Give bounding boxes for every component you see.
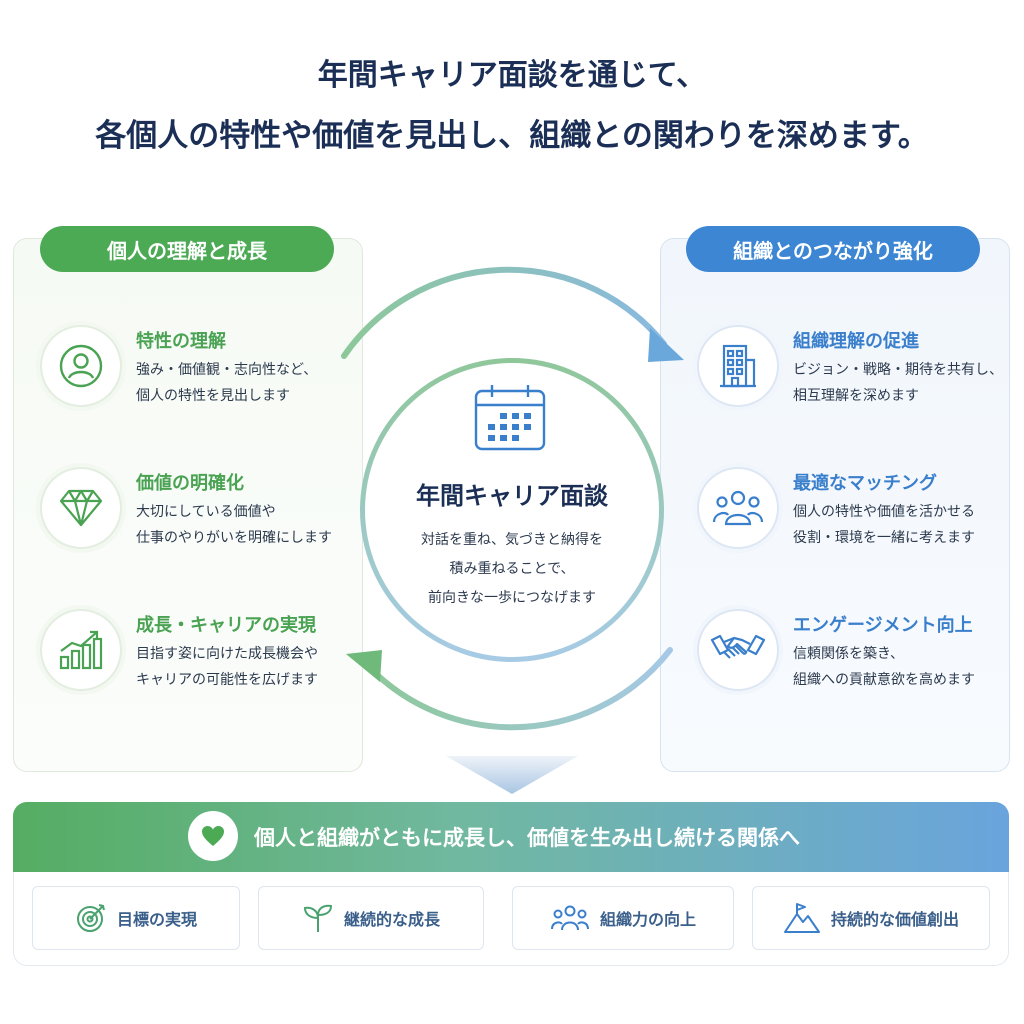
left-item-1-desc-line-2: 個人の特性を見出します <box>136 388 290 404</box>
banner-text: 個人と組織がともに成長し、価値を生み出し続ける関係へ <box>254 826 800 850</box>
diamond-icon <box>40 467 122 549</box>
center-desc-line-3: 前向きな一歩につなげます <box>428 590 596 606</box>
outcome-goal-label: 目標の実現 <box>116 910 197 929</box>
summary-banner <box>13 802 1009 872</box>
sprout-icon <box>303 904 332 932</box>
target-icon <box>76 904 105 932</box>
center-desc-line-2: 積み重ねることで、 <box>449 561 575 577</box>
right-panel-title: 組織とのつながり強化 <box>686 226 980 272</box>
right-item-2-desc-line-2: 役割・環境を一緒に考えます <box>793 530 975 546</box>
outcome-growth: 継続的な成長 <box>258 886 484 950</box>
handshake-icon <box>697 609 779 691</box>
outcome-team: 組織力の向上 <box>512 886 734 950</box>
outcome-value-label: 持続的な価値創出 <box>830 910 959 929</box>
bottom-cycle-arrow <box>367 647 673 731</box>
right-item-1-desc: ビジョン・戦略・期待を共有し、 相互理解を深めます <box>793 357 1003 409</box>
top-arrowhead <box>648 328 684 362</box>
right-item-1-desc-line-1: ビジョン・戦略・期待を共有し、 <box>793 362 1003 378</box>
headline: 年間キャリア面談を通じて、 各個人の特性や価値を見出し、組織との関わりを深めます… <box>0 52 1024 162</box>
bottom-arrowhead <box>346 650 382 682</box>
down-arrow-icon <box>446 756 578 794</box>
left-item-1-desc-line-1: 強み・価値観・志向性など、 <box>136 362 318 378</box>
outcome-goal: 目標の実現 <box>32 886 240 950</box>
right-item-3-desc-line-2: 組織への貢献意欲を高めます <box>793 672 975 688</box>
left-item-3-desc: 目指す姿に向けた成長機会や キャリアの可能性を広げます <box>136 641 318 693</box>
right-item-1-desc-line-2: 相互理解を深めます <box>793 388 919 404</box>
heart-icon <box>188 811 238 861</box>
center-circle <box>360 358 664 662</box>
team-icon <box>550 905 589 931</box>
right-item-2-desc-line-1: 個人の特性や価値を活かせる <box>793 504 975 520</box>
right-item-2-title: 最適なマッチング <box>793 473 937 494</box>
left-item-2-title: 価値の明確化 <box>136 473 244 494</box>
left-item-3-title: 成長・キャリアの実現 <box>136 615 316 636</box>
right-item-3-desc-line-1: 信頼関係を築き、 <box>793 646 905 662</box>
outcome-team-label: 組織力の向上 <box>599 910 696 929</box>
left-item-3-desc-line-1: 目指す姿に向けた成長機会や <box>136 646 318 662</box>
growth-chart-icon <box>40 609 122 691</box>
building-icon <box>697 325 779 407</box>
mountain-flag-icon <box>783 903 820 933</box>
right-item-1-title: 組織理解の促進 <box>793 331 919 352</box>
left-item-2-desc: 大切にしている価値や 仕事のやりがいを明確にします <box>136 499 332 551</box>
person-icon <box>40 325 122 407</box>
right-item-3-desc: 信頼関係を築き、 組織への貢献意欲を高めます <box>793 641 975 693</box>
left-item-1-title: 特性の理解 <box>136 331 226 352</box>
top-cycle-arrow <box>341 266 667 359</box>
outcome-growth-label: 継続的な成長 <box>343 910 440 929</box>
right-item-3-title: エンゲージメント向上 <box>793 615 973 636</box>
left-item-2-desc-line-1: 大切にしている価値や <box>136 504 276 520</box>
center-desc: 対話を重ね、気づきと納得を 積み重ねることで、 前向きな一歩につなげます <box>360 526 664 613</box>
calendar-icon <box>474 385 546 451</box>
headline-line-1: 年間キャリア面談を通じて、 <box>317 58 707 93</box>
left-item-2-desc-line-2: 仕事のやりがいを明確にします <box>136 530 332 546</box>
left-item-1-desc: 強み・価値観・志向性など、 個人の特性を見出します <box>136 357 317 409</box>
group-icon <box>697 467 779 549</box>
outcome-value: 持続的な価値創出 <box>752 886 990 950</box>
left-panel-title: 個人の理解と成長 <box>40 226 334 272</box>
headline-line-2: 各個人の特性や価値を見出し、組織との関わりを深めます。 <box>95 118 929 154</box>
right-item-2-desc: 個人の特性や価値を活かせる 役割・環境を一緒に考えます <box>793 499 975 551</box>
center-desc-line-1: 対話を重ね、気づきと納得を <box>421 532 603 548</box>
center-title: 年間キャリア面談 <box>416 482 608 510</box>
left-item-3-desc-line-2: キャリアの可能性を広げます <box>136 672 318 688</box>
